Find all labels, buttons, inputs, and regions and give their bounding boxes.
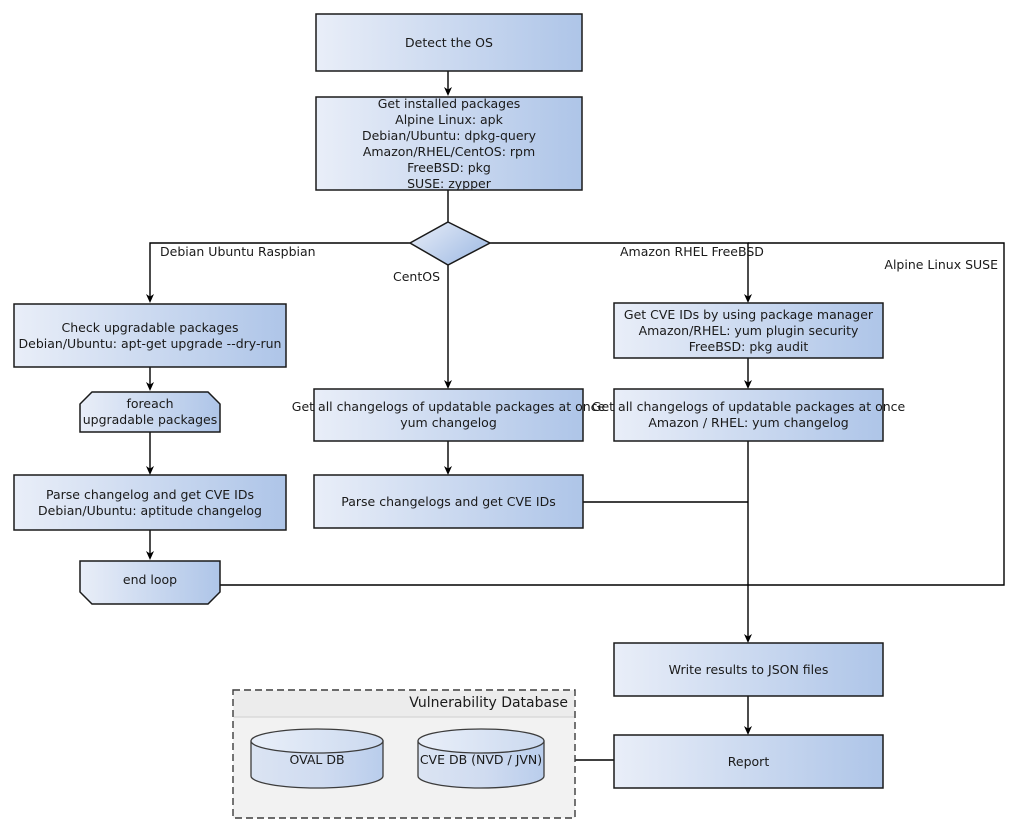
node-os-decision-shape xyxy=(408,221,492,266)
node-changelogs-centos-shape xyxy=(313,388,584,442)
vuln-db-panel-title: Vulnerability Database xyxy=(409,695,568,711)
edge-label-centos-line-1: CentOS xyxy=(392,269,440,284)
edge-label-amazon-line-3: FreeBSD xyxy=(711,244,764,259)
node-parse-changelog-deb-shape xyxy=(13,474,287,531)
edge-label-amazon-branch: Amazon RHEL FreeBSD xyxy=(620,244,764,260)
edge-label-debian-line-1: Debian xyxy=(160,244,205,259)
cve-db-cylinder-graphic xyxy=(417,728,545,789)
node-check-upgradable-shape xyxy=(13,303,287,368)
edge-label-alpine-branch: Alpine Linux SUSE xyxy=(868,257,998,273)
node-changelogs-amazon-shape xyxy=(613,388,884,442)
oval-db-label[interactable]: OVAL DB xyxy=(289,752,345,767)
edge-label-debian-line-2: Ubuntu xyxy=(208,244,255,259)
edge-label-amazon-line-1: Amazon xyxy=(620,244,671,259)
node-get-cve-ids-pkgmgr-shape xyxy=(613,302,884,359)
node-get-installed-packages-shape xyxy=(315,96,583,191)
edge-label-centos-branch: CentOS xyxy=(328,269,440,285)
node-report-shape xyxy=(613,734,884,789)
edge-label-alpine-line-2: SUSE xyxy=(965,257,998,272)
edge-label-debian-line-3: Raspbian xyxy=(258,244,316,259)
edge-label-debian-branch: Debian Ubuntu Raspbian xyxy=(160,244,316,260)
node-write-results-shape xyxy=(613,642,884,697)
node-parse-changelogs-centos-shape xyxy=(313,474,584,529)
node-detect-os-shape xyxy=(315,13,583,72)
node-foreach-loop-shape xyxy=(79,391,221,433)
edge-label-alpine-line-1: Alpine Linux xyxy=(884,257,962,272)
edge-label-amazon-line-2: RHEL xyxy=(674,244,708,259)
node-end-loop-shape xyxy=(79,560,221,605)
oval-db-cylinder-graphic xyxy=(250,728,384,789)
cve-db-label[interactable]: CVE DB (NVD / JVN) xyxy=(419,752,543,767)
